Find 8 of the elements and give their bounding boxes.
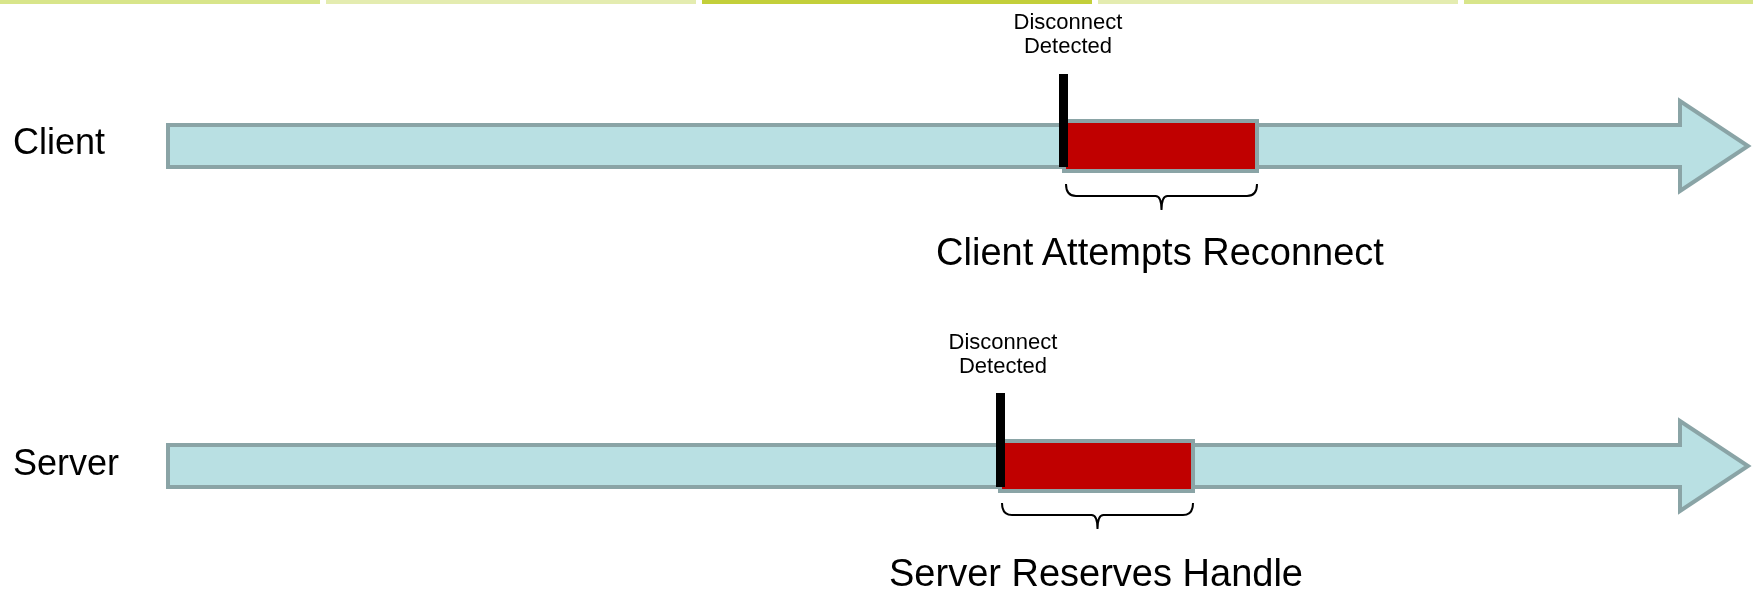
event-label: Disconnect Detected: [1012, 10, 1124, 59]
lane-label: Client: [13, 122, 106, 162]
interval-label: Server Reserves Handle: [889, 553, 1303, 595]
interval-bar: [998, 439, 1195, 493]
event-label: Disconnect Detected: [947, 330, 1059, 379]
interval-label: Client Attempts Reconnect: [936, 232, 1384, 274]
interval-bar: [1062, 119, 1259, 173]
lane-label: Server: [13, 443, 120, 483]
